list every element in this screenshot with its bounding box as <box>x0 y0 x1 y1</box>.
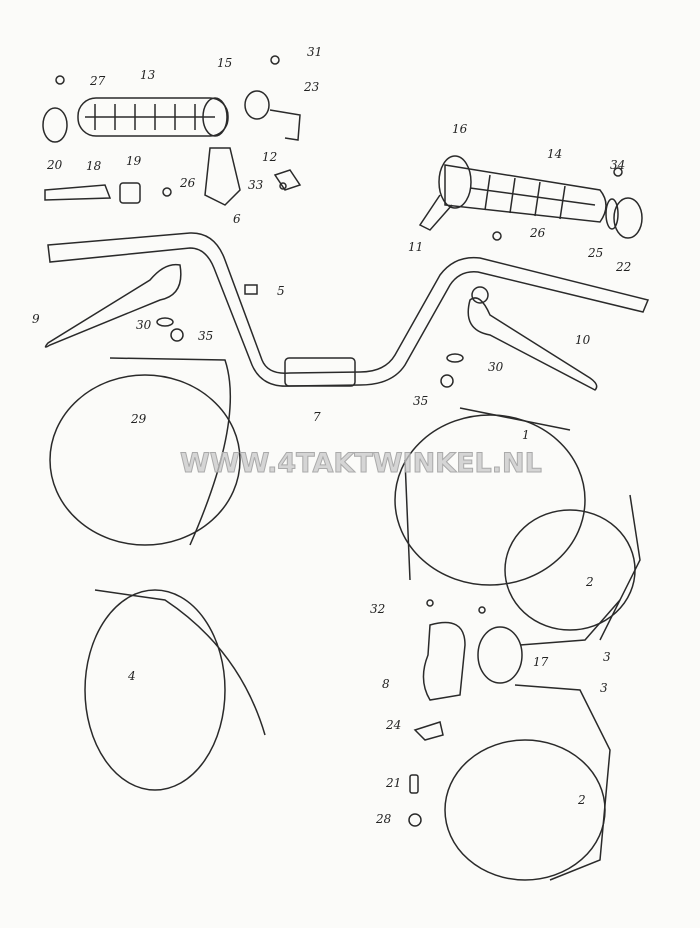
part-label: 26 <box>530 226 546 240</box>
part-label: 8 <box>382 677 390 691</box>
part-label: 7 <box>313 410 321 424</box>
part-label: 33 <box>248 178 264 192</box>
part-label: 3 <box>603 650 611 664</box>
part-label: 29 <box>131 412 147 426</box>
part-label: 27 <box>90 74 106 88</box>
part-label: 6 <box>233 212 241 226</box>
cable-1 <box>394 414 586 586</box>
part-label: 10 <box>575 333 591 347</box>
switch-housing-8 <box>422 621 466 701</box>
part-label: 25 <box>588 246 604 260</box>
watermark-text: WWW.4TAKTWINKEL.NL <box>180 448 543 480</box>
part-label: 19 <box>126 154 142 168</box>
left-grip-end <box>202 97 228 137</box>
cable-4 <box>84 589 226 791</box>
part-label: 14 <box>547 147 563 161</box>
part-label: 18 <box>86 159 102 173</box>
part-label: 32 <box>370 602 386 616</box>
part-label: 17 <box>533 655 549 669</box>
part-label: 35 <box>413 394 429 408</box>
part-label: 20 <box>47 158 63 172</box>
part-label: 28 <box>376 812 392 826</box>
part-label: 26 <box>180 176 196 190</box>
cable-2-upper <box>504 509 636 631</box>
part-label: 3 <box>600 681 608 695</box>
bar-end-cap-right <box>613 197 643 239</box>
part-label: 1 <box>522 428 530 442</box>
part-label: 35 <box>198 329 214 343</box>
left-grip <box>77 97 229 137</box>
throttle-housing <box>438 155 472 209</box>
part-label: 4 <box>128 669 136 683</box>
switch-17 <box>477 626 523 684</box>
part-label: 11 <box>408 240 424 254</box>
cable-2-lower <box>444 739 606 881</box>
bar-end-cap-left <box>42 107 68 143</box>
cable-29 <box>49 374 241 546</box>
part-label: 30 <box>488 360 504 374</box>
part-label: 24 <box>386 718 402 732</box>
part-label: 15 <box>217 56 233 70</box>
part-label: 16 <box>452 122 468 136</box>
right-lever <box>467 297 598 391</box>
part-label: 12 <box>262 150 278 164</box>
part-label: 2 <box>578 793 586 807</box>
part-label: 30 <box>136 318 152 332</box>
part-label: 22 <box>616 260 632 274</box>
handlebar-knurl <box>284 357 356 387</box>
left-lever <box>44 263 182 348</box>
part-label: 2 <box>586 575 594 589</box>
part-label: 23 <box>304 80 320 94</box>
part-label: 9 <box>32 312 40 326</box>
part-label: 34 <box>610 158 626 172</box>
part-label: 13 <box>140 68 156 82</box>
part-label: 31 <box>307 45 323 59</box>
part-label: 5 <box>277 284 285 298</box>
handlebar <box>47 232 650 387</box>
part-label: 21 <box>386 776 402 790</box>
